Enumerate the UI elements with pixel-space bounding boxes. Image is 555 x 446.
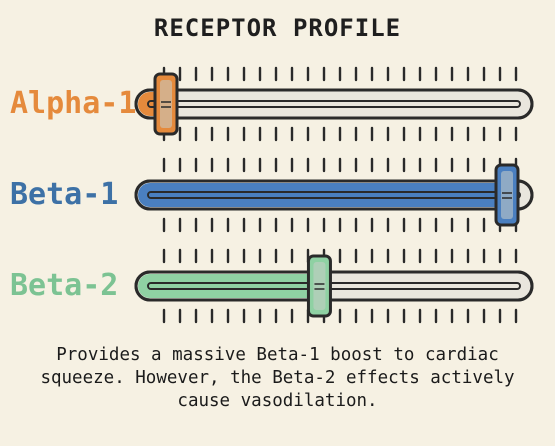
slider-outline — [134, 270, 534, 302]
receptor-label-beta-2: Beta-2 — [10, 268, 119, 303]
slider-track — [134, 88, 534, 120]
slider-outline — [134, 179, 534, 211]
slider-groove — [147, 100, 521, 108]
receptor-label-beta-1: Beta-1 — [10, 177, 119, 212]
slider-beta-1[interactable] — [134, 157, 534, 233]
slider-groove-fill — [149, 193, 506, 197]
knob-highlight — [313, 262, 326, 310]
tick-marks — [162, 248, 518, 324]
slider-outline — [134, 88, 534, 120]
slider-knob[interactable] — [306, 254, 332, 318]
knob-highlight — [501, 171, 513, 219]
slider-knob[interactable] — [153, 72, 179, 136]
slider-groove — [147, 282, 521, 290]
page-title: RECEPTOR PROFILE — [153, 14, 402, 42]
description-text: Provides a massive Beta-1 boost to cardi… — [40, 345, 515, 411]
receptor-label-alpha-1: Alpha-1 — [10, 86, 137, 121]
slider-groove — [147, 191, 521, 199]
slider-groove-fill — [149, 284, 319, 288]
slider-beta-2[interactable] — [134, 248, 534, 324]
knob-highlight — [160, 80, 172, 128]
slider-alpha-1[interactable] — [134, 66, 534, 142]
slider-knob[interactable] — [494, 163, 520, 227]
